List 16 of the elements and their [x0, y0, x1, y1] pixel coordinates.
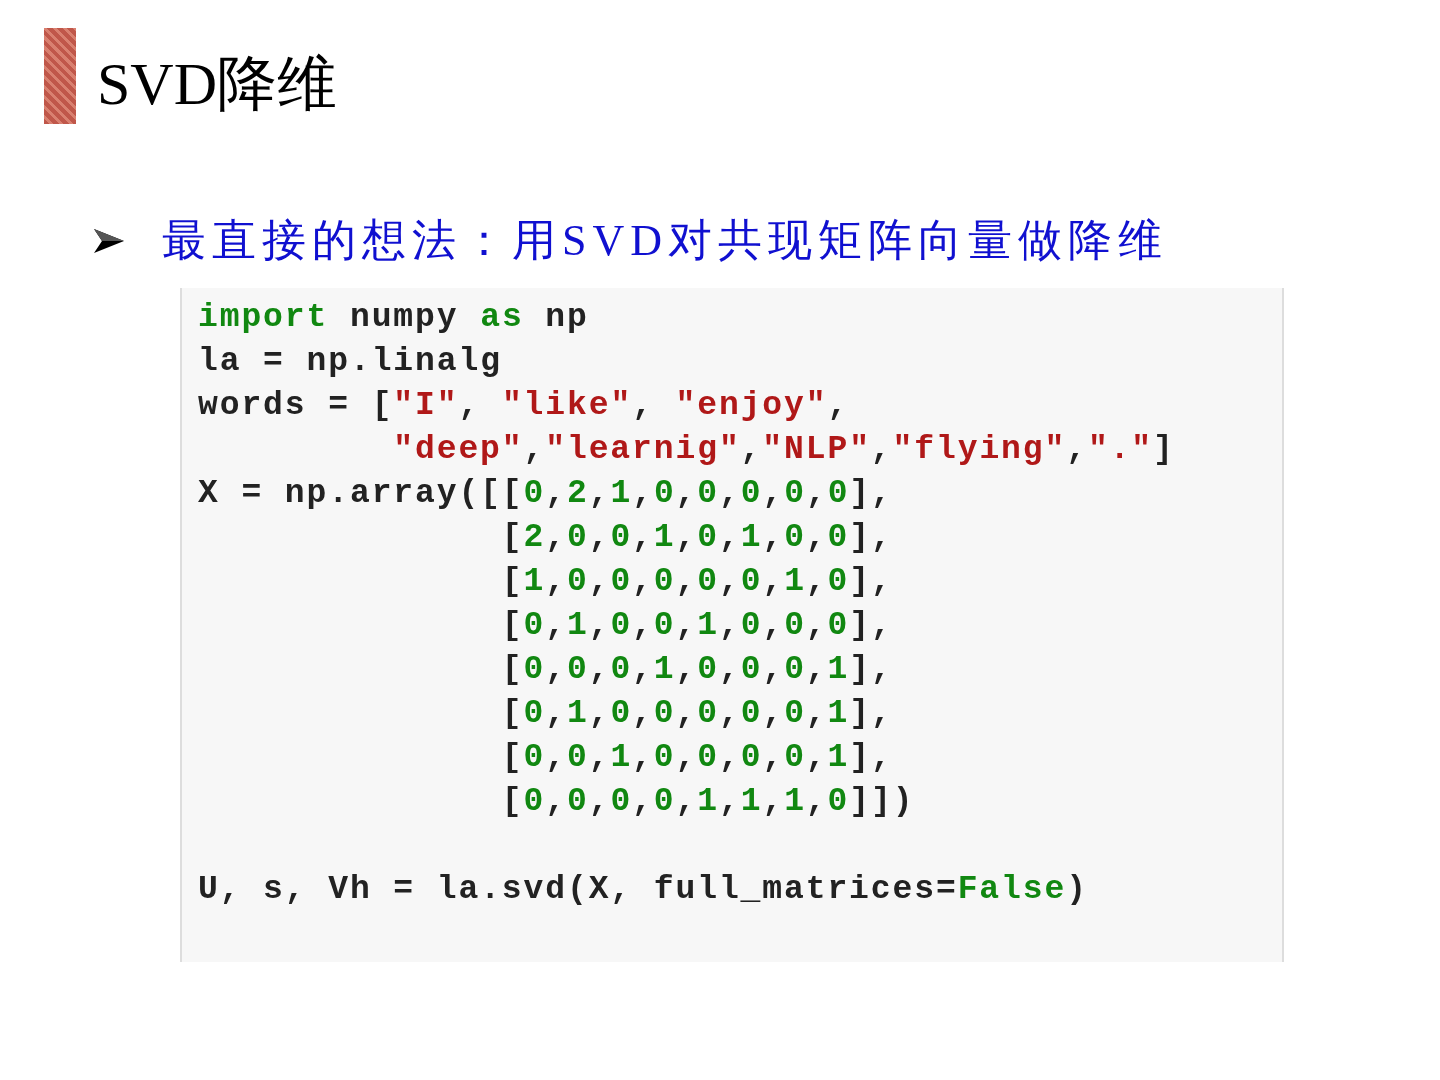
code-line: [0,0,0,1,0,0,0,1],	[501, 650, 893, 690]
code-line: [2,0,0,1,0,1,0,0],	[501, 518, 893, 558]
code-line: words = ["I", "like", "enjoy",	[198, 386, 850, 426]
code-line: X = np.array([[0,2,1,0,0,0,0,0],	[198, 474, 893, 514]
code-line: [1,0,0,0,0,0,1,0],	[501, 562, 893, 602]
code-line: U, s, Vh = la.svd(X, full_matrices=False)	[198, 870, 1088, 910]
code-panel	[180, 288, 1284, 962]
code-line: [0,1,0,0,1,0,0,0],	[501, 606, 893, 646]
code-line: "deep","learnig","NLP","flying","."]	[393, 430, 1175, 470]
code-line: [0,0,0,0,1,1,1,0]])	[501, 782, 915, 822]
code-line: [0,0,1,0,0,0,0,1],	[501, 738, 893, 778]
code-line: la = np.linalg	[198, 342, 502, 382]
bullet-text: 最直接的想法：用SVD对共现矩阵向量做降维	[162, 215, 1169, 267]
slide-title: SVD降维	[97, 50, 338, 119]
code-line: [0,1,0,0,0,0,0,1],	[501, 694, 893, 734]
code-line: import numpy as np	[198, 298, 589, 338]
